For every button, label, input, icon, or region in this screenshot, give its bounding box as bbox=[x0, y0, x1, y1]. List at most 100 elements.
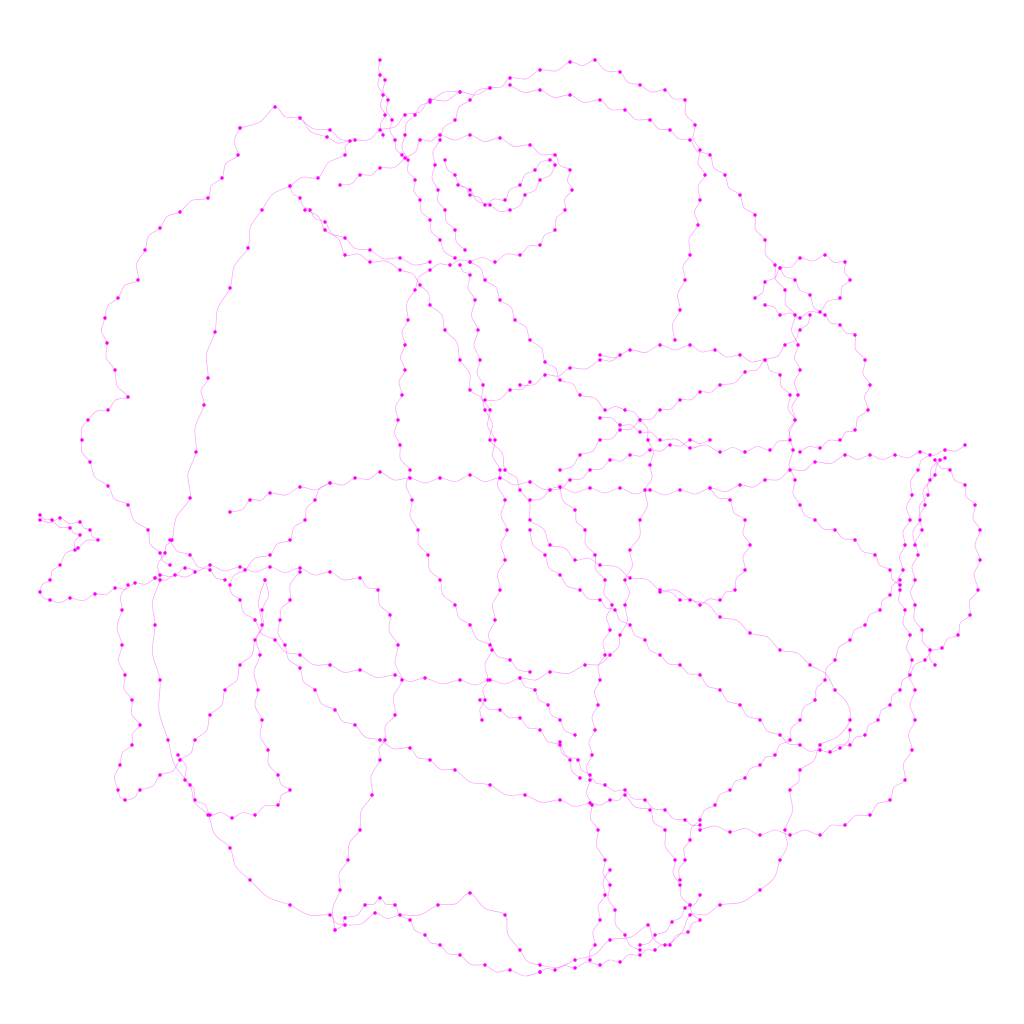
graph-node bbox=[901, 568, 905, 572]
graph-node bbox=[273, 638, 277, 642]
graph-node bbox=[573, 733, 577, 737]
graph-node bbox=[483, 698, 487, 702]
graph-node bbox=[793, 418, 797, 422]
graph-node bbox=[838, 746, 842, 750]
graph-node bbox=[143, 248, 147, 252]
graph-node bbox=[381, 93, 385, 97]
graph-node bbox=[598, 678, 602, 682]
edge-curve bbox=[559, 486, 641, 951]
graph-node bbox=[910, 658, 914, 662]
graph-node bbox=[853, 333, 857, 337]
graph-node bbox=[223, 578, 227, 582]
graph-node bbox=[888, 593, 892, 597]
graph-node bbox=[598, 598, 602, 602]
graph-node bbox=[758, 763, 762, 767]
graph-node bbox=[873, 553, 877, 557]
graph-node bbox=[246, 246, 250, 250]
graph-node bbox=[533, 688, 537, 692]
graph-node bbox=[618, 633, 622, 637]
graph-node bbox=[428, 303, 432, 307]
graph-node bbox=[483, 963, 487, 967]
graph-node bbox=[403, 156, 407, 160]
edge-curve bbox=[699, 454, 931, 836]
graph-node bbox=[618, 423, 622, 427]
edge-curve bbox=[377, 74, 386, 136]
graph-node bbox=[618, 960, 622, 964]
graph-node bbox=[798, 316, 802, 320]
graph-node bbox=[273, 105, 277, 109]
edge-curve bbox=[39, 517, 156, 603]
graph-node bbox=[238, 126, 242, 130]
graph-node bbox=[688, 903, 692, 907]
graph-node bbox=[50, 518, 54, 522]
graph-node bbox=[368, 248, 372, 252]
graph-node bbox=[153, 623, 157, 627]
graph-node bbox=[898, 583, 902, 587]
graph-node bbox=[403, 343, 407, 347]
graph-node bbox=[158, 551, 162, 555]
graph-node bbox=[488, 86, 492, 90]
graph-node bbox=[418, 283, 422, 287]
graph-node bbox=[448, 263, 452, 267]
graph-node bbox=[918, 518, 922, 522]
graph-node bbox=[428, 268, 432, 272]
graph-node bbox=[333, 708, 337, 712]
graph-node bbox=[603, 653, 607, 657]
graph-node bbox=[498, 298, 502, 302]
graph-node bbox=[488, 203, 492, 207]
graph-node bbox=[608, 458, 612, 462]
graph-node bbox=[343, 253, 347, 257]
graph-node bbox=[428, 218, 432, 222]
graph-node bbox=[468, 193, 472, 197]
graph-node bbox=[648, 463, 652, 467]
graph-node bbox=[683, 858, 687, 862]
graph-node bbox=[363, 903, 367, 907]
graph-node bbox=[238, 598, 242, 602]
graph-node bbox=[436, 188, 440, 192]
graph-node bbox=[768, 448, 772, 452]
graph-node bbox=[578, 588, 582, 592]
graph-node bbox=[353, 138, 357, 142]
graph-node bbox=[343, 236, 347, 240]
graph-node bbox=[168, 538, 172, 542]
graph-node bbox=[263, 578, 267, 582]
graph-node bbox=[658, 408, 662, 412]
graph-node bbox=[833, 658, 837, 662]
graph-node bbox=[483, 408, 487, 412]
graph-node bbox=[598, 918, 602, 922]
graph-node bbox=[888, 703, 892, 707]
graph-node bbox=[138, 723, 142, 727]
graph-node bbox=[413, 113, 417, 117]
graph-node bbox=[683, 906, 687, 910]
graph-node bbox=[223, 688, 227, 692]
graph-node bbox=[638, 953, 642, 957]
graph-node bbox=[910, 493, 914, 497]
graph-node bbox=[798, 328, 802, 332]
graph-node bbox=[568, 758, 572, 762]
graph-node bbox=[868, 453, 872, 457]
graph-node bbox=[608, 938, 612, 942]
graph-node bbox=[116, 296, 120, 300]
graph-node bbox=[718, 598, 722, 602]
graph-node bbox=[453, 603, 457, 607]
graph-node bbox=[646, 923, 650, 927]
graph-node bbox=[163, 551, 167, 555]
graph-node bbox=[618, 70, 622, 74]
graph-node bbox=[863, 623, 867, 627]
graph-node bbox=[688, 446, 692, 450]
graph-node bbox=[438, 943, 442, 947]
graph-node bbox=[194, 450, 198, 454]
graph-node bbox=[638, 943, 642, 947]
graph-node bbox=[86, 418, 90, 422]
graph-node bbox=[596, 703, 600, 707]
graph-node bbox=[458, 678, 462, 682]
edge-curve bbox=[277, 571, 691, 906]
graph-node bbox=[791, 448, 795, 452]
graph-node bbox=[408, 476, 412, 480]
graph-node bbox=[453, 173, 457, 177]
graph-node bbox=[663, 943, 667, 947]
graph-node bbox=[753, 296, 757, 300]
graph-node bbox=[553, 968, 557, 972]
graph-node bbox=[908, 673, 912, 677]
graph-node bbox=[543, 553, 547, 557]
